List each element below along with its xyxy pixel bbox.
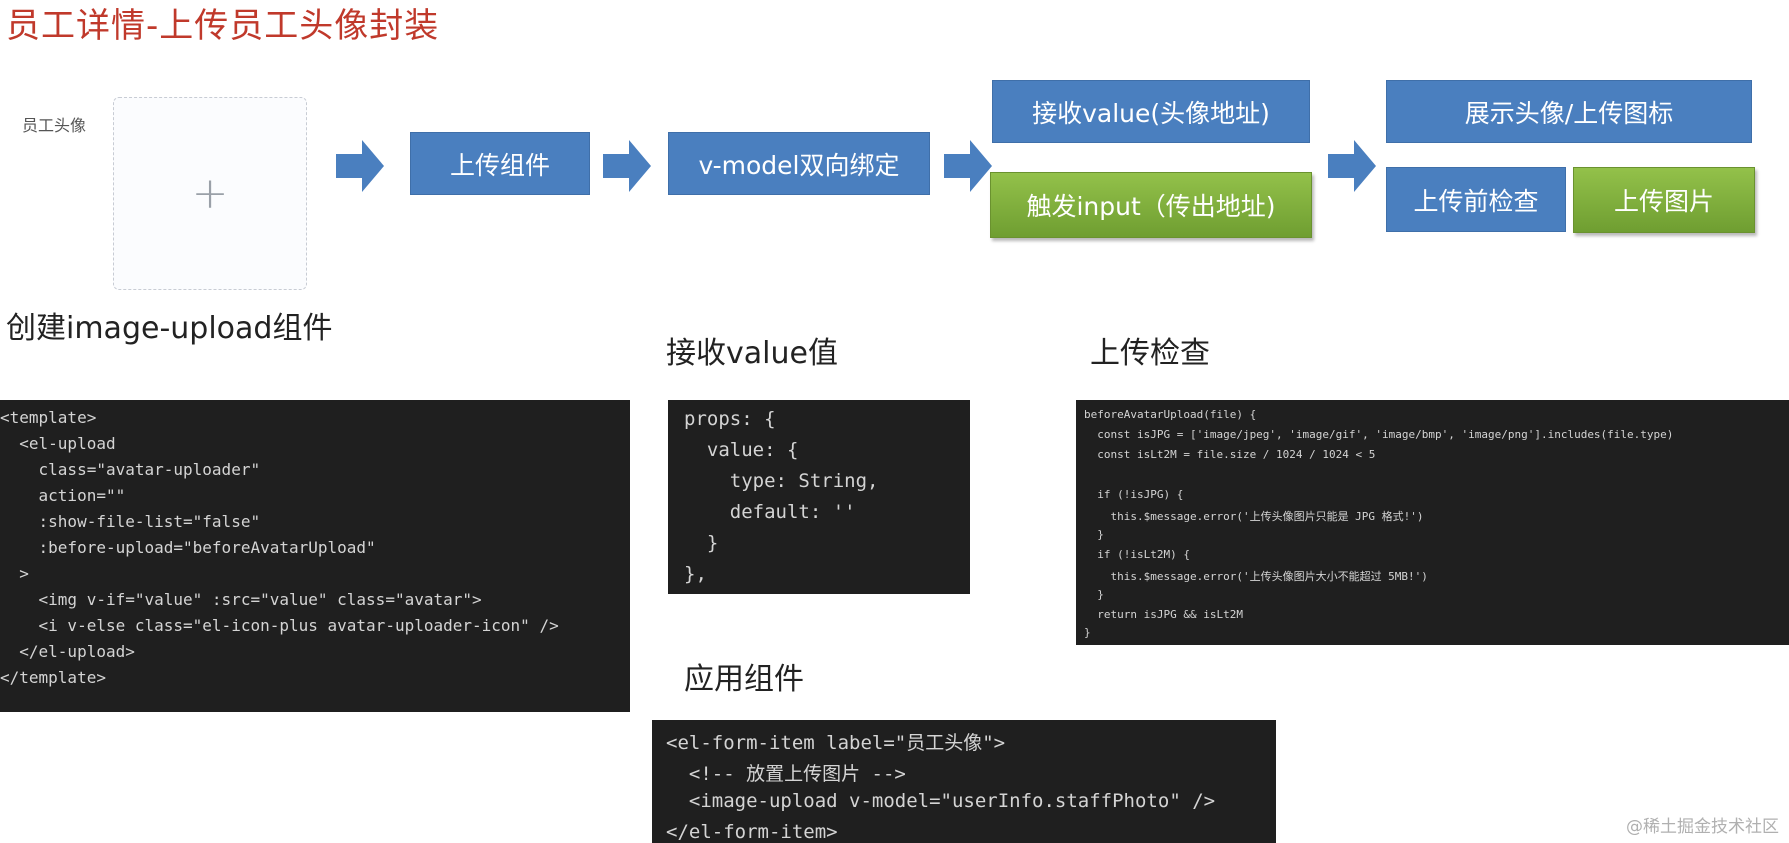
avatar-upload-box[interactable]: + [113,97,307,290]
before-upload-check-box: 上传前检查 [1386,167,1566,232]
code-line: }, [684,563,707,585]
avatar-label: 员工头像 [22,116,87,135]
code-block-apply: <el-form-item label="员工头像"> <!-- 放置上传图片 … [652,720,1276,843]
receive-value-box: 接收value(头像地址) [992,80,1310,143]
code-line: </el-form-item> [666,821,838,843]
code-line: <img v-if="value" :src="value" class="av… [0,590,482,609]
code-line: > [0,564,29,583]
code-line: <image-upload v-model="userInfo.staffPho… [666,790,1216,812]
arrow-right-icon [336,140,384,192]
code-line: default: '' [684,501,856,523]
code-line: class="avatar-uploader" [0,460,261,479]
code-line: this.$message.error('上传头像图片大小不能超过 5MB!') [1084,570,1428,583]
code-block-template: <template> <el-upload class="avatar-uplo… [0,400,630,712]
code-line: type: String, [684,470,879,492]
arrow-right-icon [603,140,651,192]
code-line: <!-- 放置上传图片 --> [666,763,906,785]
code-line: <el-form-item label="员工头像"> [666,732,1006,754]
page-title: 员工详情-上传员工头像封装 [6,6,440,46]
upload-image-box: 上传图片 [1573,167,1755,233]
code-line: :before-upload="beforeAvatarUpload" [0,538,376,557]
code-block-before-upload: beforeAvatarUpload(file) { const isJPG =… [1076,400,1789,645]
code-line: props: { [684,408,776,430]
plus-icon: + [191,168,229,219]
arrow-right-icon [1328,140,1376,192]
code-line: if (!isLt2M) { [1084,548,1190,561]
v-model-binding-box: v-model双向绑定 [668,132,930,195]
code-line: value: { [684,439,799,461]
code-line: <template> [0,408,97,427]
code-line: } [1084,528,1104,541]
section-upload-check: 上传检查 [1090,336,1210,371]
upload-component-box: 上传组件 [410,132,590,195]
code-line: </el-upload> [0,642,135,661]
code-line: <el-upload [0,434,116,453]
section-apply-component: 应用组件 [684,662,804,697]
code-line: } [1084,626,1091,639]
show-avatar-box: 展示头像/上传图标 [1386,80,1752,143]
watermark: @稀土掘金技术社区 [1626,817,1779,837]
code-line: action="" [0,486,126,505]
code-line: } [684,532,719,554]
arrow-right-icon [944,140,992,192]
code-line: return isJPG && isLt2M [1084,608,1243,621]
code-line: <i v-else class="el-icon-plus avatar-upl… [0,616,559,635]
code-line: const isLt2M = file.size / 1024 / 1024 <… [1084,448,1376,461]
code-line: if (!isJPG) { [1084,488,1184,501]
code-block-props: props: { value: { type: String, default:… [668,400,970,594]
code-line: beforeAvatarUpload(file) { [1084,408,1257,421]
code-line: const isJPG = ['image/jpeg', 'image/gif'… [1084,428,1674,441]
code-line: :show-file-list="false" [0,512,261,531]
code-line: } [1084,588,1104,601]
section-create-component: 创建image-upload组件 [6,311,333,346]
code-line: </template> [0,668,106,687]
section-receive-value: 接收value值 [666,336,838,371]
code-line: this.$message.error('上传头像图片只能是 JPG 格式!') [1084,510,1424,523]
trigger-input-box: 触发input（传出地址) [990,172,1312,238]
